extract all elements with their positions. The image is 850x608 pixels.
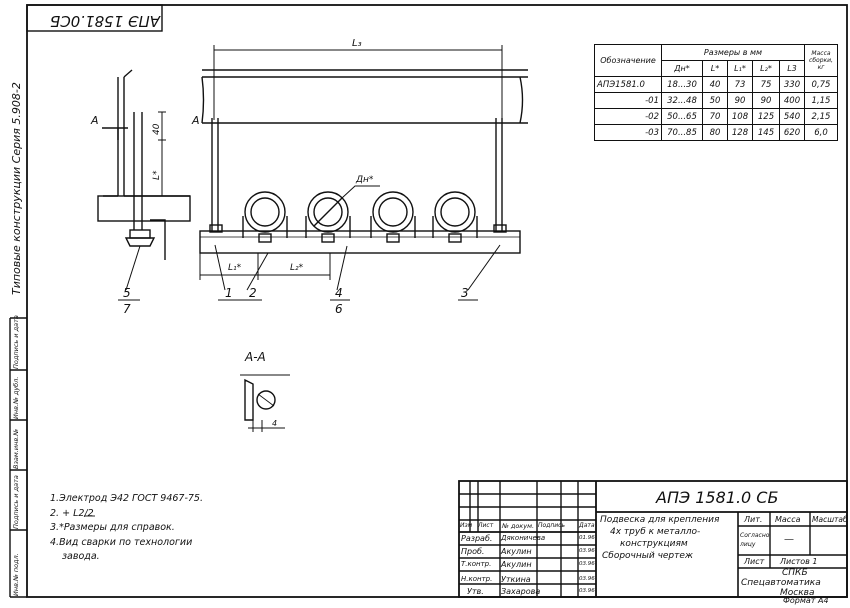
dim-l: L*: [152, 170, 162, 180]
technical-notes: 1.Электрод Э42 ГОСТ 9467-75. 2. + L2/2 3…: [50, 492, 203, 565]
note-1: 1.Электрод Э42 ГОСТ 9467-75.: [50, 493, 203, 504]
label-mass: Масса: [775, 515, 801, 524]
dim-l2: L₂*: [290, 263, 304, 273]
table-row: АПЭ1581.0 18...30 40 73 75 330 0,75: [594, 76, 838, 93]
col-dn: Дн*: [661, 60, 703, 77]
format-label: Формат А4: [783, 596, 829, 605]
note-2: 2. + L2/2: [50, 507, 94, 519]
col-group-sizes: Размеры в мм: [661, 44, 805, 61]
callout-2: 2: [249, 286, 257, 300]
name-utv: Захарова: [501, 587, 541, 596]
org-line-2: Спецавтоматика: [741, 578, 821, 588]
label-lit: Лит.: [744, 515, 763, 524]
role-prob: Проб.: [461, 547, 485, 556]
dim-4: 4: [272, 419, 278, 428]
dim-dn: Дн*: [356, 175, 374, 185]
note-3: 3.*Размеры для справок.: [50, 522, 175, 533]
callout-7: 7: [123, 302, 131, 316]
role-razrab: Разраб.: [461, 534, 493, 543]
callout-5: 5: [123, 286, 131, 300]
callout-1: 1: [225, 286, 233, 300]
value-lit: Согласно лицу: [740, 532, 770, 548]
dim-40: 40: [152, 123, 162, 135]
side-label-inv-podl: Инв.№ подл.: [12, 553, 20, 596]
title-line-4: Сборочный чертеж: [602, 551, 694, 561]
title-line-2: 4х труб к металло-: [610, 527, 701, 537]
callout-4: 4: [335, 286, 343, 300]
dimensions-table: Обозначение Размеры в мм Масса сборки, к…: [594, 44, 838, 141]
side-label-vzam: Взам.инв.№: [12, 429, 20, 469]
date-utv: 03.96: [579, 588, 595, 594]
role-nkontr: Н.контр.: [461, 575, 493, 583]
role-tkontr: Т.контр.: [461, 560, 492, 568]
section-marker-a-left: А: [91, 114, 99, 127]
callout-3: 3: [461, 286, 469, 300]
col-designation: Обозначение: [594, 44, 662, 77]
name-tkontr: Акулин: [501, 560, 532, 569]
table-row: -02 50...65 70 108 125 540 2,15: [594, 108, 838, 125]
head-date: Дата: [579, 522, 595, 529]
side-label-sign-2: Подпись и дата: [12, 315, 20, 369]
side-label-dubl: Инв.№ дубл.: [12, 376, 20, 419]
note-4: 4.Вид сварки по технологии: [50, 536, 193, 548]
stamp-code: АПЭ 1581.0СБ: [49, 12, 160, 30]
org-line-3: Москва: [780, 588, 815, 598]
date-prob: 03.96: [579, 548, 595, 554]
title-line-1: Подвеска для крепления: [600, 515, 720, 525]
note-5: завода.: [62, 551, 100, 562]
title-doc-code: АПЭ 1581.0 СБ: [656, 488, 779, 507]
name-prob: Акулин: [501, 547, 532, 556]
org-line-1: СПКБ: [782, 568, 808, 578]
col-mass: Масса сборки, кг: [804, 44, 838, 77]
section-marker-a-right: А: [192, 114, 200, 127]
dim-l3: L₃: [352, 38, 362, 49]
date-tkontr: 03.96: [579, 561, 595, 567]
dim-l1: L₁*: [228, 263, 242, 273]
head-sign: Подпись: [538, 522, 565, 529]
head-doc: № докум.: [502, 522, 535, 530]
head-list: Лист: [478, 522, 494, 529]
name-nkontr: Уткина: [501, 575, 531, 584]
label-sheet: Лист: [744, 557, 765, 566]
col-l1: L₁*: [727, 60, 753, 77]
side-label-sign-1: Подпись и дата: [12, 475, 20, 529]
section-title: А-А: [245, 350, 266, 364]
col-l3: L3: [779, 60, 805, 77]
name-razrab: Дяконичева: [501, 534, 546, 542]
series-label: Типовые конструкции Серия 5.908-2: [10, 82, 23, 295]
label-sheets: Листов 1: [780, 557, 818, 566]
table-row: -01 32...48 50 90 90 400 1,15: [594, 92, 838, 109]
label-scale: Масштаб: [812, 515, 848, 524]
date-razrab: 01.96: [579, 535, 595, 541]
col-l2: L₂*: [752, 60, 780, 77]
value-mass: —: [784, 534, 794, 545]
table-row: -03 70...85 80 128 145 620 6,0: [594, 124, 838, 141]
head-izm: Изм: [460, 522, 473, 529]
callout-6: 6: [335, 302, 343, 316]
title-line-3: конструкциям: [620, 539, 688, 549]
date-nkontr: 03.96: [579, 576, 595, 582]
col-l: L*: [702, 60, 728, 77]
role-utv: Утв.: [467, 587, 484, 596]
